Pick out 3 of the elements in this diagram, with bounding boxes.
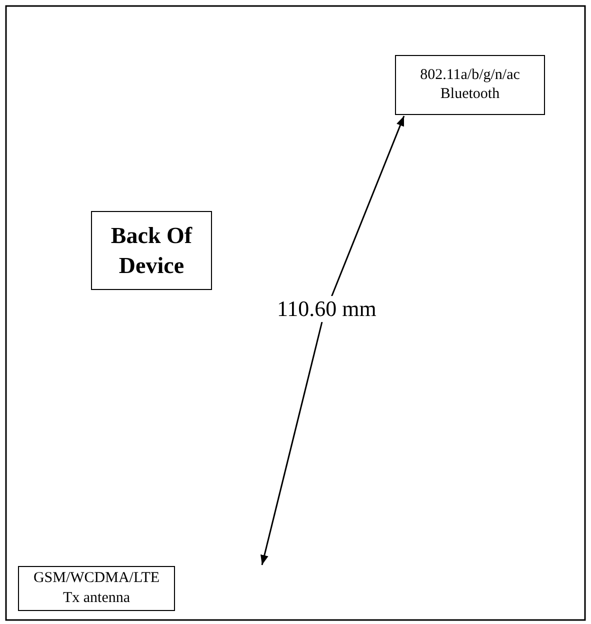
antenna-box: GSM/WCDMA/LTE Tx antenna xyxy=(18,566,175,611)
title-box: Back Of Device xyxy=(91,211,212,290)
antenna-box: 802.11a/b/g/n/ac Bluetooth xyxy=(395,55,545,115)
